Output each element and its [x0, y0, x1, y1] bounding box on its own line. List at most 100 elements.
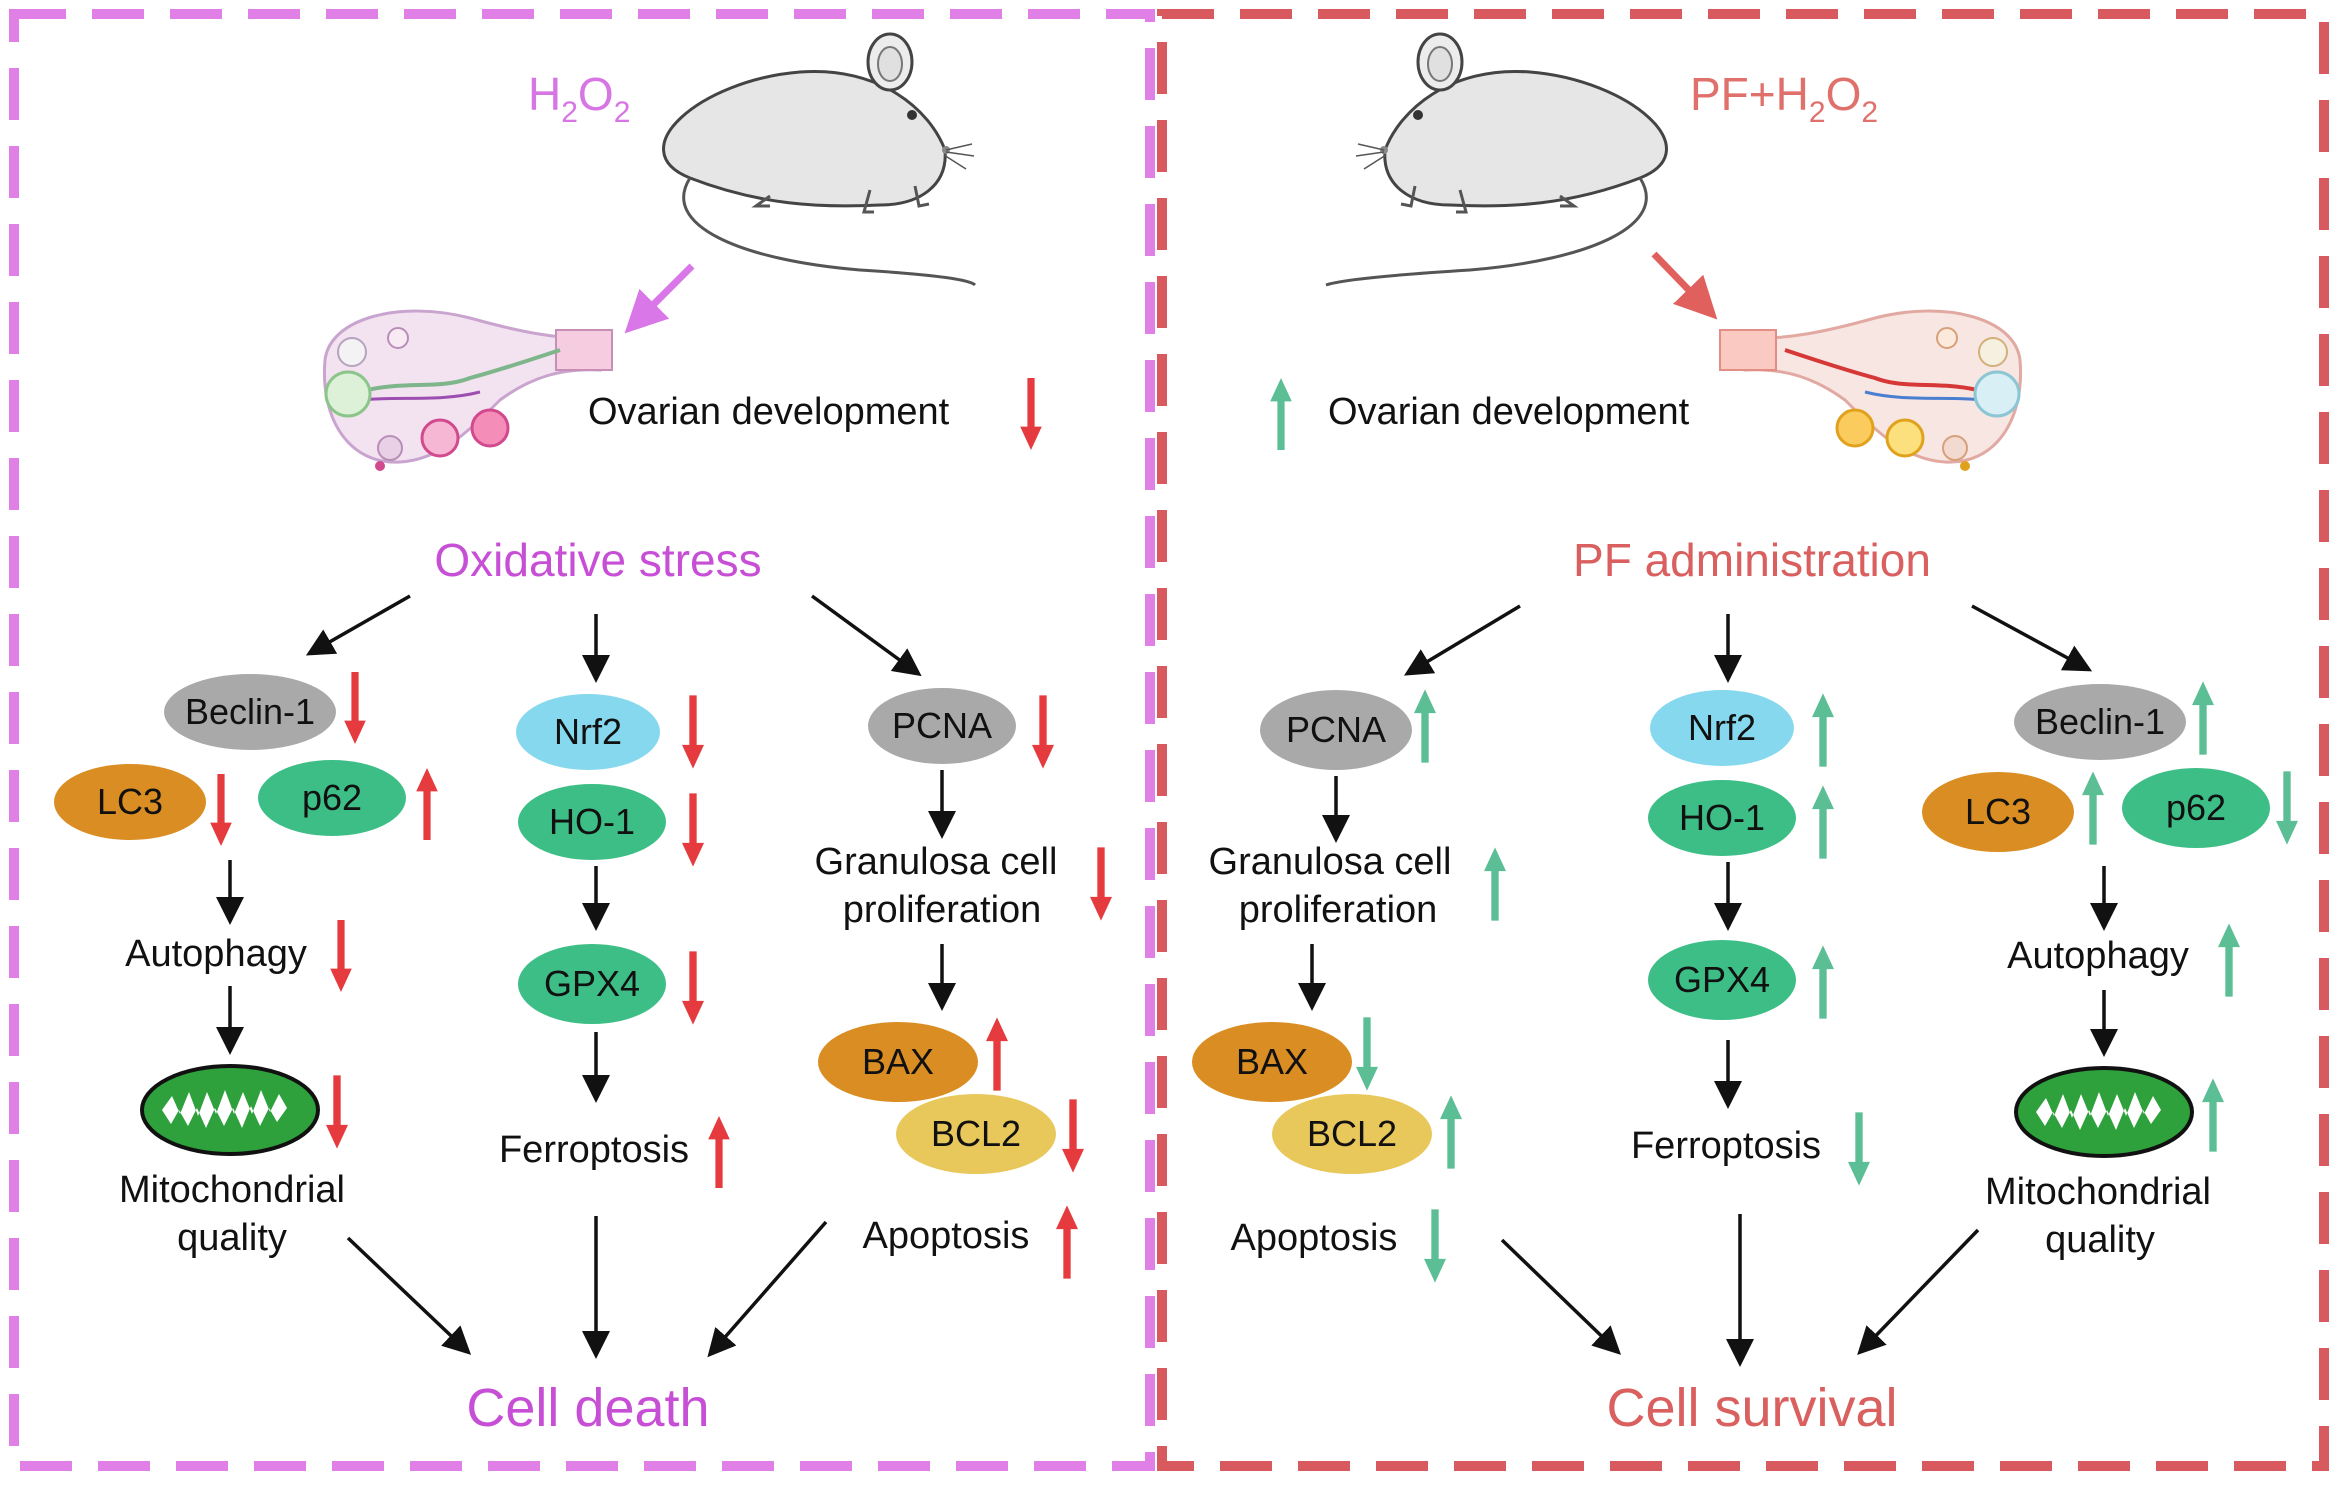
beclin1-node	[164, 674, 336, 750]
left-mito-label-1: Mitochondrial	[119, 1169, 345, 1211]
right-pcna-up-icon	[1414, 689, 1436, 763]
right-beclin1-up-icon	[2192, 681, 2214, 755]
beclin1-down-icon	[344, 672, 366, 744]
left-ferroptosis-label: Ferroptosis	[499, 1129, 689, 1171]
nrf2-label: Nrf2	[554, 711, 622, 752]
right-granulosa-up-icon	[1484, 847, 1506, 921]
right-gpx4-label: GPX4	[1674, 959, 1770, 1000]
right-lc3-node	[1922, 772, 2074, 852]
right-beclin1-node	[2014, 684, 2186, 760]
gpx4-down-icon	[682, 951, 704, 1025]
right-ferroptosis-label: Ferroptosis	[1631, 1125, 1821, 1167]
right-panel-border	[1157, 9, 2329, 1471]
right-mito-label-1: Mitochondrial	[1985, 1171, 2211, 1213]
right-ho1-label: HO-1	[1679, 797, 1765, 838]
granulosa-down-icon	[1090, 847, 1112, 921]
mito-down-icon	[326, 1075, 348, 1149]
right-bcl2-label: BCL2	[1307, 1113, 1397, 1154]
right-apoptosis-down-icon	[1424, 1209, 1446, 1283]
right-panel: PF+H2O2 Ovar	[1192, 32, 2298, 1438]
right-p62-node	[2122, 768, 2270, 848]
left-mito-label-2: quality	[177, 1217, 287, 1259]
right-nrf2-up-icon	[1812, 693, 1834, 767]
mitochondrion-icon	[140, 1064, 320, 1156]
left-apoptosis-label: Apoptosis	[863, 1215, 1030, 1257]
left-ovarian-label: Ovarian development	[588, 391, 950, 433]
right-pcna-node	[1260, 690, 1412, 770]
admin-to-pcna-arrow	[1403, 604, 1521, 676]
left-autophagy-label: Autophagy	[125, 933, 307, 975]
right-bax-node	[1192, 1022, 1352, 1102]
right-mito-label-2: quality	[2045, 1219, 2155, 1261]
left-condition-label: H2O2	[528, 68, 630, 129]
right-nrf2-label: Nrf2	[1688, 707, 1756, 748]
right-ovarian-label: Ovarian development	[1328, 391, 1690, 433]
mouse-illustration	[662, 32, 977, 287]
pcna-node	[868, 688, 1016, 764]
right-granulosa-label-1: Granulosa cell	[1209, 841, 1452, 883]
bax-label: BAX	[862, 1041, 934, 1082]
ovary-illustration	[322, 309, 613, 471]
ovary-illustration-right	[1719, 309, 2023, 471]
right-autophagy-label: Autophagy	[2007, 935, 2189, 977]
right-ferroptosis-down-icon	[1848, 1112, 1870, 1186]
bax-up-icon	[986, 1017, 1008, 1091]
gpx4-label: GPX4	[544, 963, 640, 1004]
mouse-illustration-right	[1325, 32, 1668, 287]
stress-to-autophagy-arrow	[305, 594, 411, 656]
right-bcl2-node	[1272, 1094, 1432, 1174]
right-mito-to-survival-arrow	[1857, 1228, 1980, 1356]
right-lc3-label: LC3	[1965, 791, 2031, 832]
right-pcna-label: PCNA	[1286, 709, 1386, 750]
right-ovarian-up-icon	[1270, 378, 1292, 450]
right-granulosa-label-2: proliferation	[1239, 889, 1438, 931]
bcl2-down-icon	[1062, 1099, 1084, 1173]
nrf2-node	[516, 694, 660, 770]
right-bax-down-icon	[1356, 1017, 1378, 1091]
p62-label: p62	[302, 777, 362, 818]
p62-node	[258, 760, 406, 836]
pcna-label: PCNA	[892, 705, 992, 746]
right-p62-label: p62	[2166, 787, 2226, 828]
right-ho1-up-icon	[1812, 785, 1834, 859]
left-ovarian-down-icon	[1020, 378, 1042, 450]
ho1-node	[518, 784, 666, 860]
left-granulosa-label-1: Granulosa cell	[815, 841, 1058, 883]
right-beclin1-label: Beclin-1	[2035, 701, 2165, 742]
right-apoptosis-label: Apoptosis	[1231, 1217, 1398, 1259]
left-panel: H2O2 Ovarian	[54, 32, 1112, 1438]
mouse-to-ovary-arrow	[624, 263, 695, 334]
beclin1-label: Beclin-1	[185, 691, 315, 732]
right-gpx4-node	[1648, 940, 1796, 1020]
autophagy-down-icon	[330, 920, 352, 992]
right-bax-label: BAX	[1236, 1041, 1308, 1082]
pf-administration-title: PF administration	[1573, 534, 1931, 586]
right-apoptosis-to-survival-arrow	[1500, 1238, 1622, 1355]
right-mitochondrion-icon	[2014, 1066, 2194, 1158]
oxidative-stress-title: Oxidative stress	[434, 534, 761, 586]
p62-up-icon	[416, 768, 438, 840]
ho1-label: HO-1	[549, 801, 635, 842]
bcl2-node	[896, 1094, 1056, 1174]
cell-survival-title: Cell survival	[1606, 1378, 1897, 1438]
lc3-label: LC3	[97, 781, 163, 822]
gpx4-node	[518, 944, 666, 1024]
right-bcl2-up-icon	[1440, 1095, 1462, 1169]
apoptosis-up-icon	[1056, 1205, 1078, 1279]
right-autophagy-up-icon	[2218, 923, 2240, 997]
left-granulosa-label-2: proliferation	[843, 889, 1042, 931]
admin-to-beclin-arrow	[1971, 604, 2093, 672]
right-nrf2-node	[1650, 690, 1794, 766]
stress-to-pcna-arrow	[810, 594, 922, 677]
right-condition-label: PF+H2O2	[1690, 68, 1878, 129]
right-mito-up-icon	[2202, 1078, 2224, 1152]
bax-node	[818, 1022, 978, 1102]
apoptosis-to-death-arrow	[707, 1220, 828, 1358]
cell-death-title: Cell death	[466, 1378, 709, 1438]
right-mouse-to-ovary-arrow	[1651, 251, 1718, 320]
ferroptosis-up-icon	[708, 1116, 730, 1188]
right-ho1-node	[1648, 780, 1796, 856]
left-panel-border	[9, 9, 1155, 1471]
mito-to-death-arrow	[346, 1236, 472, 1355]
